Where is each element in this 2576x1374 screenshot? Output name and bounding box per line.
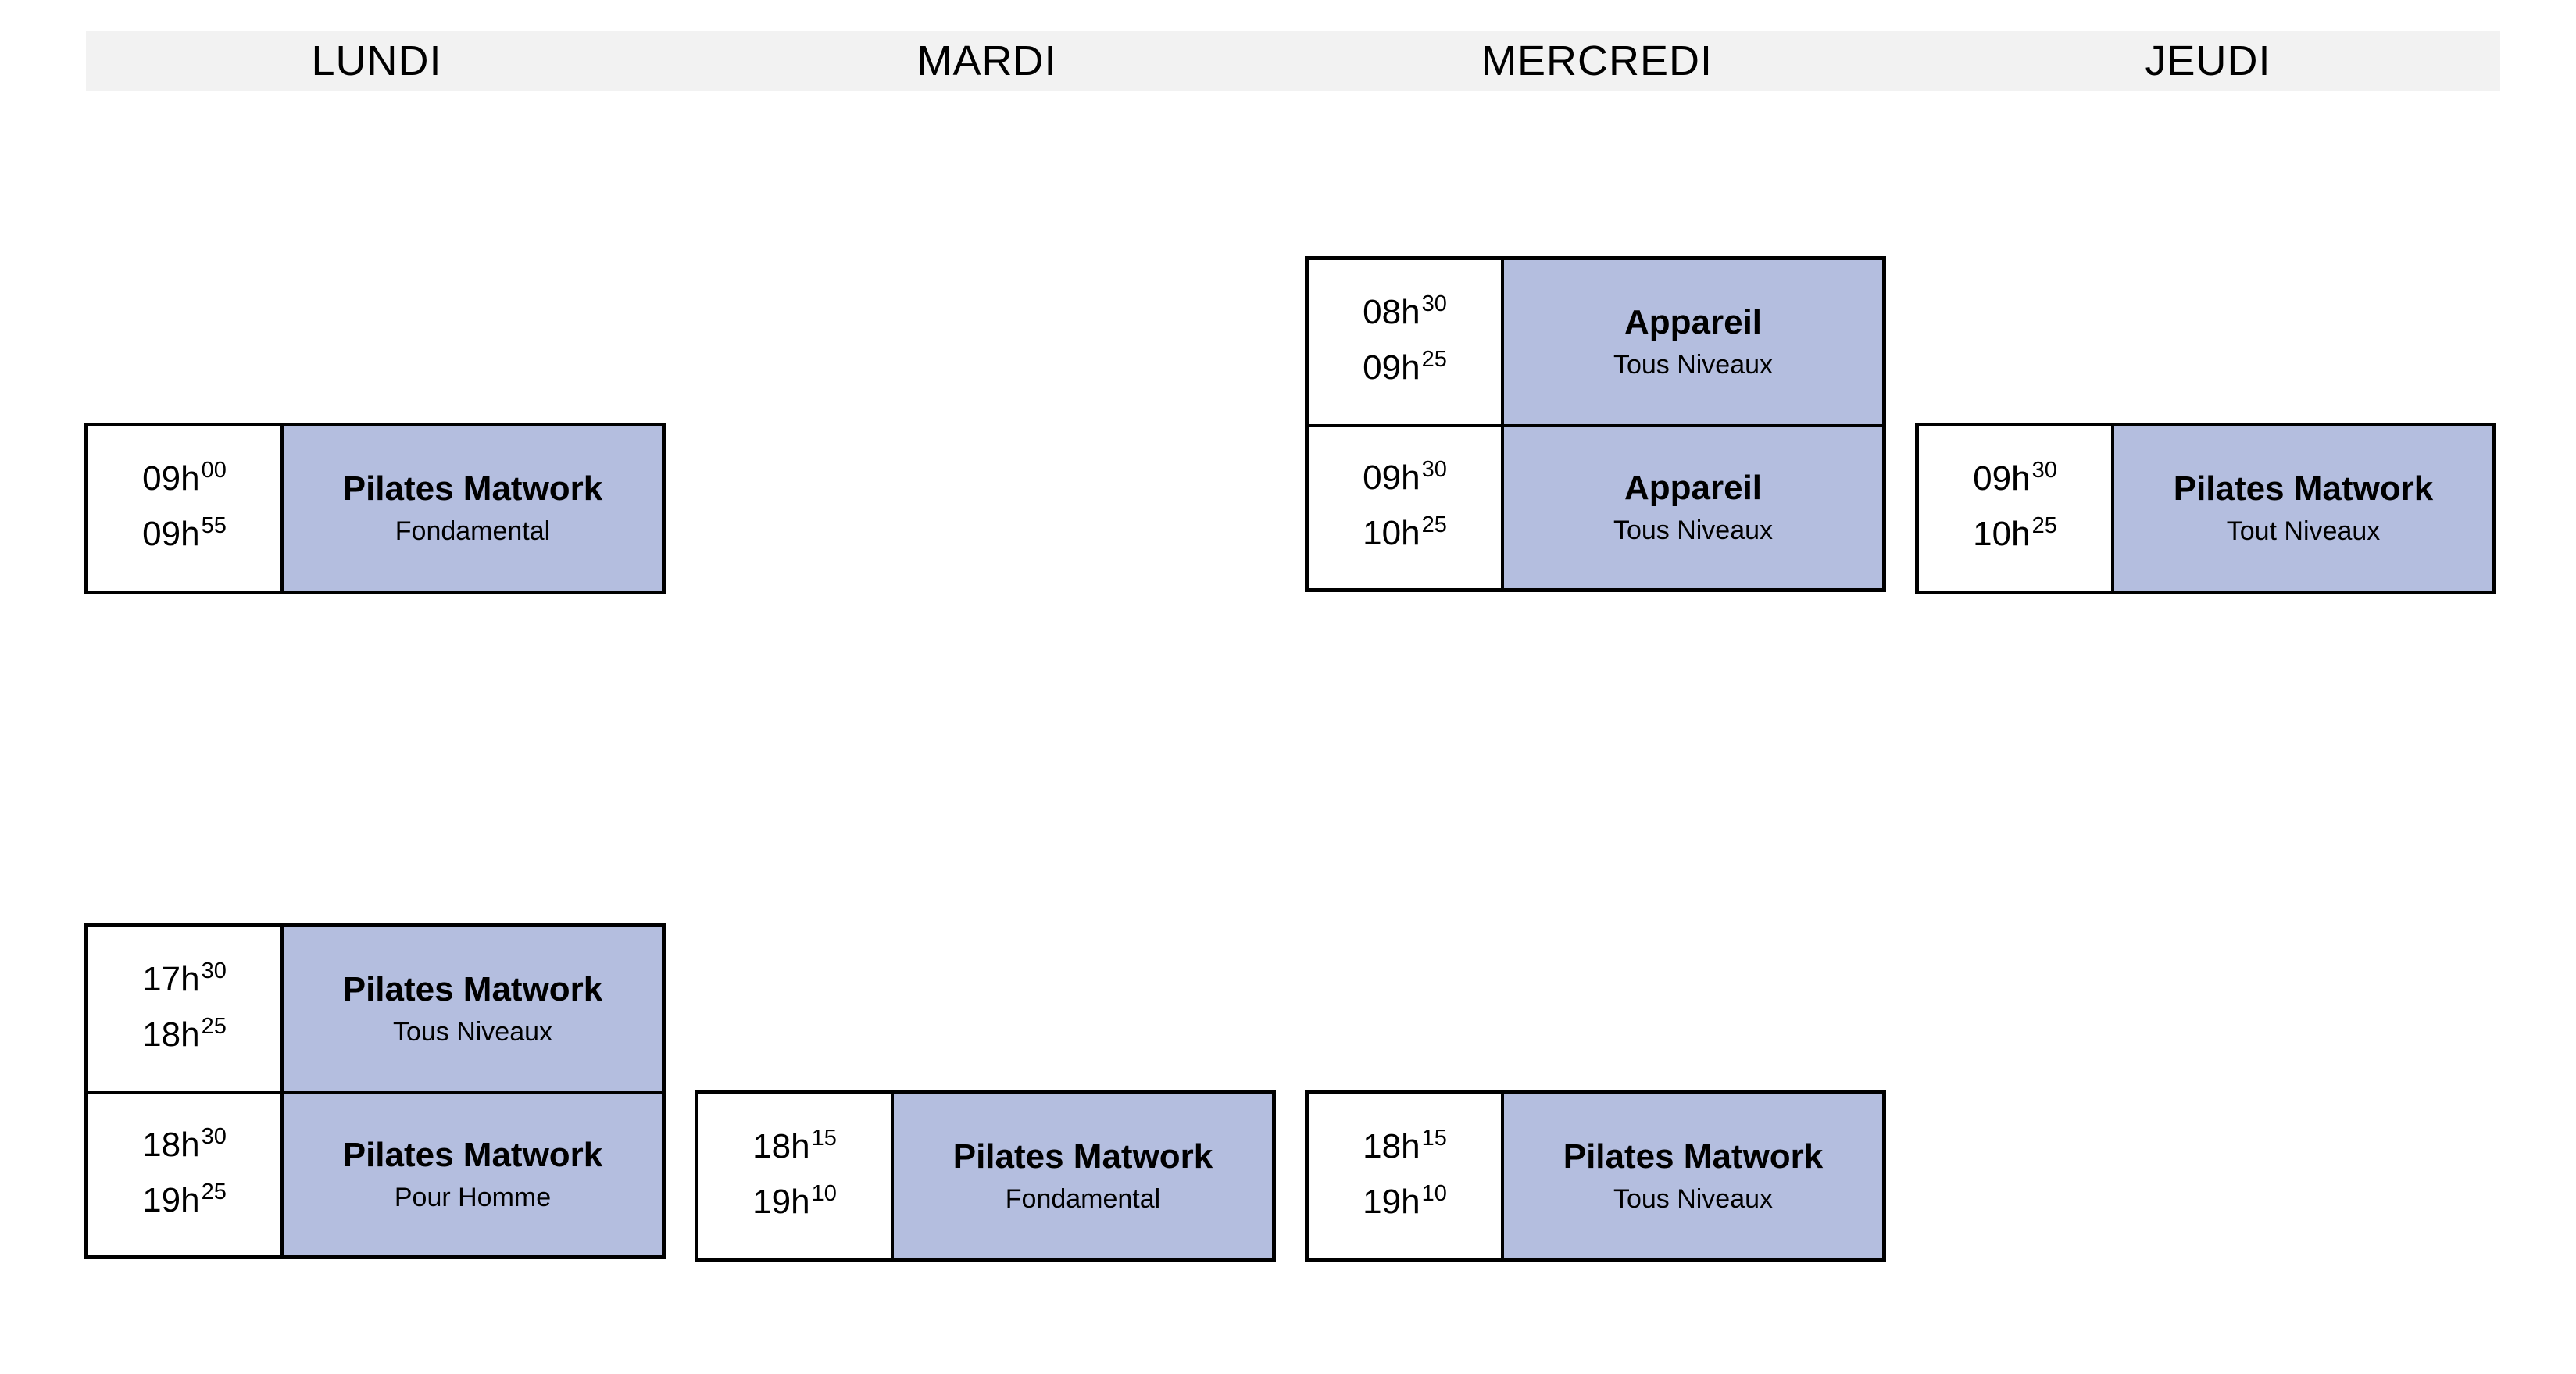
day-header-bar [86,31,2500,91]
start-time: 09h30 [1973,458,2057,498]
end-time: 18h25 [142,1014,227,1054]
class-slot[interactable]: 08h30 09h25 Appareil Tous Niveaux [1309,260,1882,424]
end-time: 19h25 [142,1179,227,1219]
class-slot[interactable]: 18h30 19h25 Pilates Matwork Pour Homme [88,1091,662,1255]
time-cell: 17h30 18h25 [88,927,284,1091]
class-name: Appareil [1624,469,1763,507]
class-slot[interactable]: 17h30 18h25 Pilates Matwork Tous Niveaux [88,927,662,1091]
start-time: 18h30 [142,1124,227,1164]
class-name: Pilates Matwork [342,1136,603,1174]
start-time: 18h15 [1363,1126,1447,1165]
class-name: Pilates Matwork [342,970,603,1008]
class-cell: Pilates Matwork Tous Niveaux [284,927,662,1091]
time-cell: 09h30 10h25 [1309,427,1504,588]
class-slot[interactable]: 09h30 10h25 Appareil Tous Niveaux [1309,424,1882,588]
class-name: Pilates Matwork [952,1137,1213,1176]
class-level: Tous Niveaux [1613,350,1774,380]
class-cell: Pilates Matwork Tout Niveaux [2114,426,2492,591]
day-header-mercredi: MERCREDI [1481,37,1713,84]
start-time: 08h30 [1363,291,1447,331]
end-time: 10h25 [1973,513,2057,553]
class-name: Pilates Matwork [2173,469,2434,508]
class-cell: Pilates Matwork Fondamental [284,426,662,591]
end-time: 09h55 [142,513,227,553]
class-slot[interactable]: 18h15 19h10 Pilates Matwork Fondamental [698,1094,1272,1258]
end-time: 19h10 [1363,1181,1447,1221]
class-name: Pilates Matwork [1563,1137,1824,1176]
class-level: Tous Niveaux [1613,516,1774,545]
schedule-block-jeudi-morning: 09h30 10h25 Pilates Matwork Tout Niveaux [1915,423,2496,594]
class-cell: Pilates Matwork Tous Niveaux [1504,1094,1882,1258]
class-slot[interactable]: 09h30 10h25 Pilates Matwork Tout Niveaux [1919,426,2492,591]
class-name: Appareil [1624,303,1763,341]
day-header-mardi: MARDI [916,37,1057,84]
schedule-block-lundi-evening: 17h30 18h25 Pilates Matwork Tous Niveaux… [84,923,666,1259]
class-slot[interactable]: 18h15 19h10 Pilates Matwork Tous Niveaux [1309,1094,1882,1258]
time-cell: 09h30 10h25 [1919,426,2114,591]
start-time: 18h15 [752,1126,837,1165]
class-level: Fondamental [1005,1184,1161,1214]
schedule-block-mardi-evening: 18h15 19h10 Pilates Matwork Fondamental [695,1090,1276,1262]
class-slot[interactable]: 09h00 09h55 Pilates Matwork Fondamental [88,426,662,591]
class-cell: Pilates Matwork Fondamental [894,1094,1272,1258]
schedule-block-mercredi-morning: 08h30 09h25 Appareil Tous Niveaux 09h30 … [1305,256,1886,592]
start-time: 17h30 [142,958,227,998]
end-time: 10h25 [1363,512,1447,552]
class-level: Tout Niveaux [2226,516,2381,546]
time-cell: 18h30 19h25 [88,1094,284,1255]
end-time: 09h25 [1363,347,1447,387]
schedule-block-lundi-morning: 09h00 09h55 Pilates Matwork Fondamental [84,423,666,594]
start-time: 09h30 [1363,457,1447,497]
time-cell: 18h15 19h10 [698,1094,894,1258]
time-cell: 08h30 09h25 [1309,260,1504,424]
schedule-block-mercredi-evening: 18h15 19h10 Pilates Matwork Tous Niveaux [1305,1090,1886,1262]
day-header-jeudi: JEUDI [2145,37,2271,84]
start-time: 09h00 [142,458,227,498]
class-cell: Appareil Tous Niveaux [1504,260,1882,424]
class-level: Tous Niveaux [1613,1184,1774,1214]
class-cell: Pilates Matwork Pour Homme [284,1094,662,1255]
class-level: Fondamental [395,516,551,546]
time-cell: 09h00 09h55 [88,426,284,591]
class-level: Pour Homme [394,1183,552,1212]
day-header-lundi: LUNDI [311,37,442,84]
class-name: Pilates Matwork [342,469,603,508]
class-level: Tous Niveaux [392,1017,553,1047]
class-cell: Appareil Tous Niveaux [1504,427,1882,588]
end-time: 19h10 [752,1181,837,1221]
time-cell: 18h15 19h10 [1309,1094,1504,1258]
